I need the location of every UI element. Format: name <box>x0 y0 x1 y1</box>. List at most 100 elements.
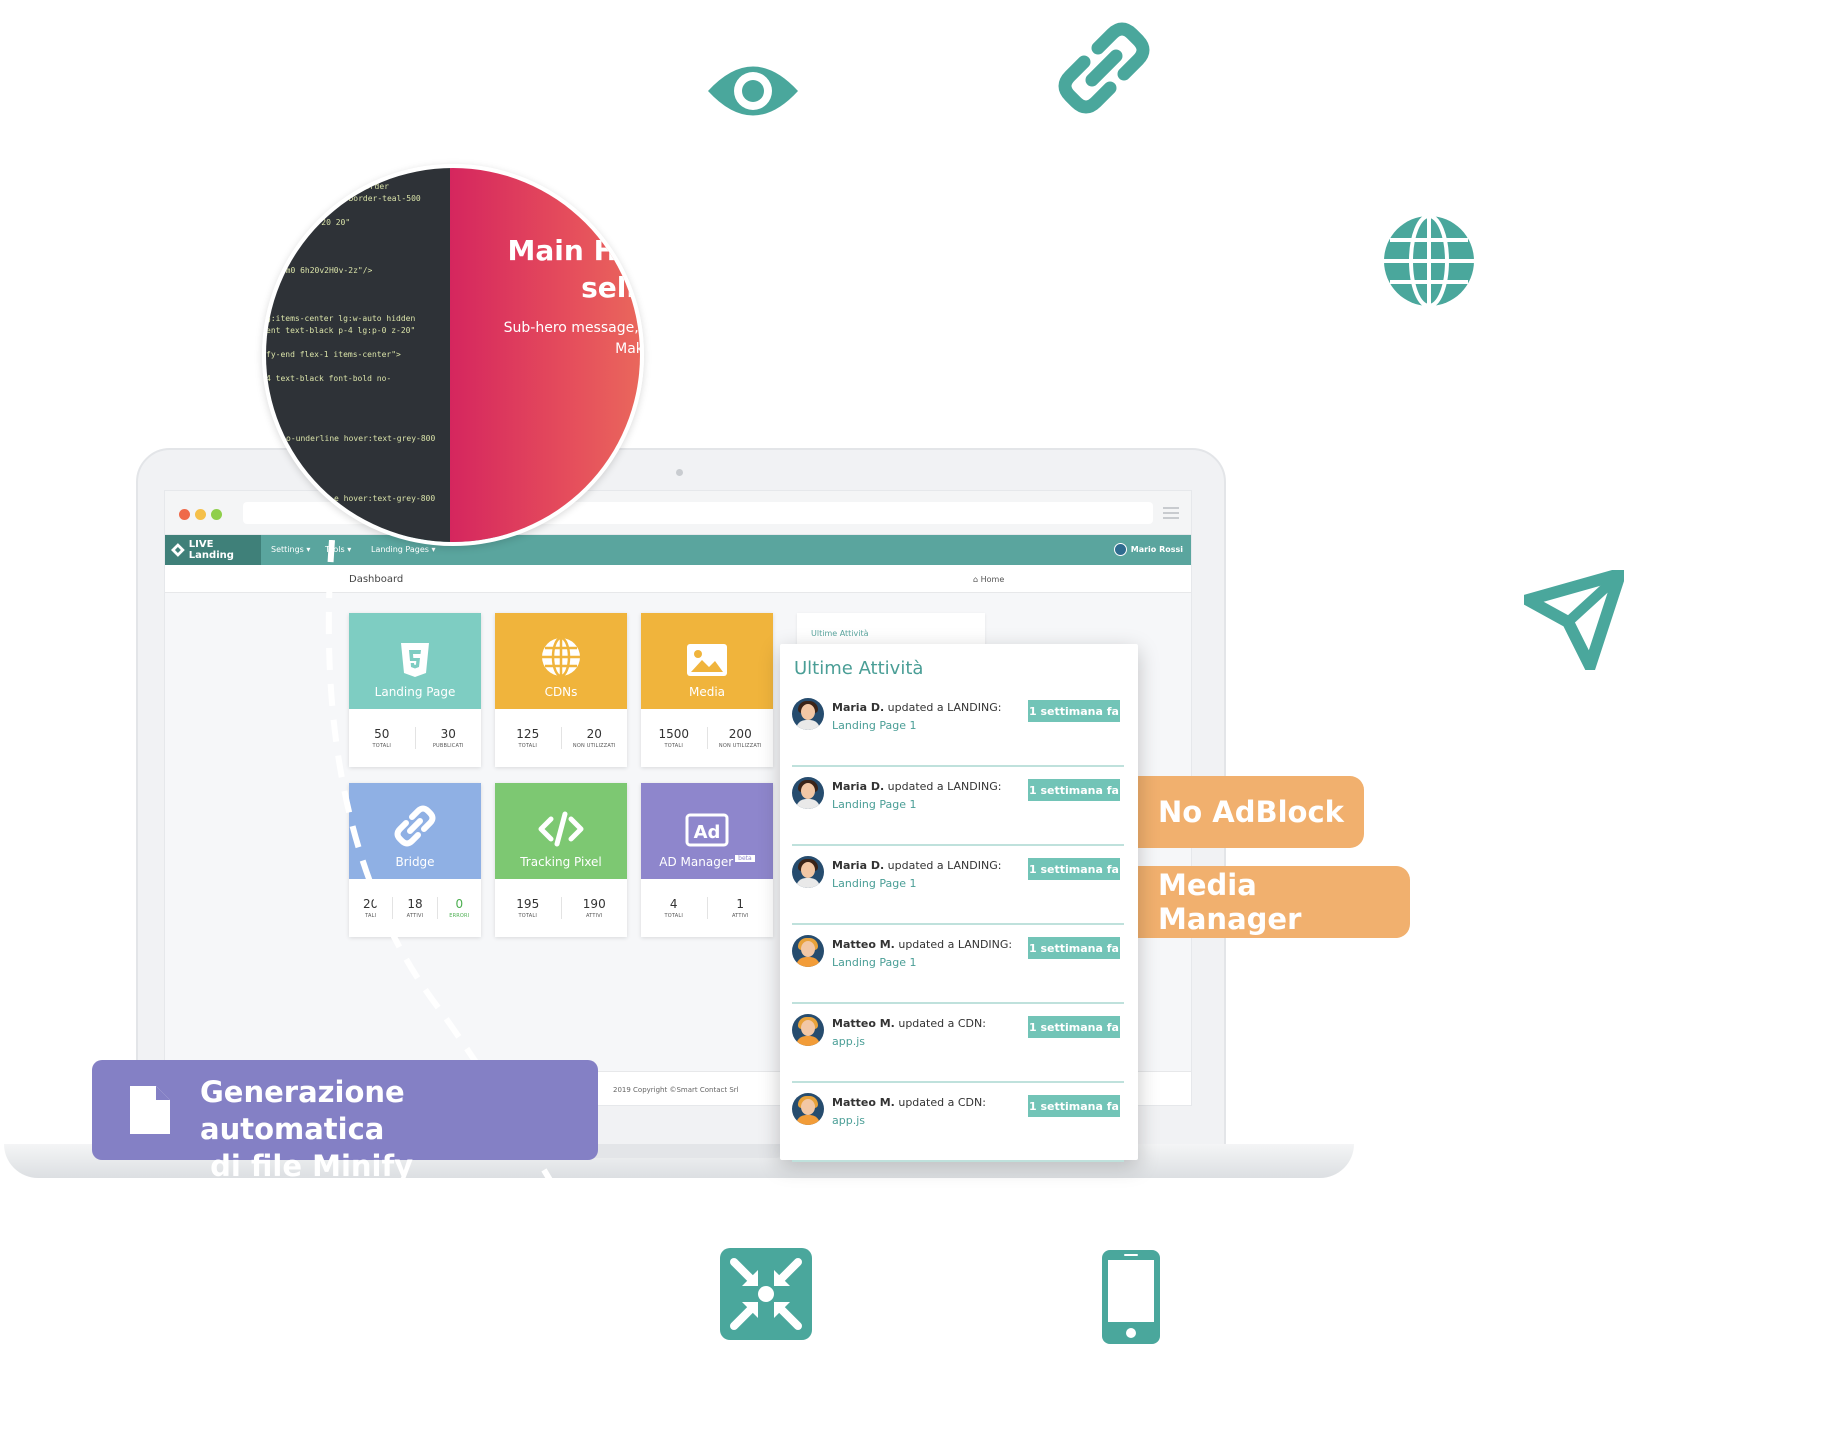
tile-media-header: Media <box>641 613 773 709</box>
nav-landing-pages[interactable]: Landing Pages ▾ <box>371 545 436 554</box>
code-line: ay-2 border <box>336 182 389 191</box>
stat-label: TOTALI <box>518 913 538 919</box>
time-badge: 1 settimana fa <box>1028 937 1120 959</box>
stat-value: 1 <box>736 897 745 911</box>
send-icon <box>1524 570 1624 670</box>
laptop-camera <box>676 469 683 476</box>
code-line: 9zm0 6h20v2H0v-2z"/> <box>276 266 373 275</box>
code-line: e hover:text-grey-800 <box>334 494 436 503</box>
stat-value: 50 <box>374 727 390 741</box>
stat-value: 30 <box>440 727 456 741</box>
activity-target-link[interactable]: app.js <box>832 1035 865 1048</box>
beta-badge: beta <box>735 855 755 862</box>
stat-value: 1500 <box>658 727 690 741</box>
hero-subtitle-line: Sub-hero message, n <box>503 320 644 336</box>
activity-target-link[interactable]: Landing Page 1 <box>832 719 917 732</box>
stat-value: 4 <box>669 897 678 911</box>
activity-item[interactable]: Maria D. updated a LANDING:Landing Page … <box>792 846 1124 925</box>
page-title: Dashboard <box>349 574 404 585</box>
activity-target-link[interactable]: Landing Page 1 <box>832 798 917 811</box>
html5-icon <box>401 643 429 677</box>
stat-label: ATTIVI <box>585 913 603 919</box>
activity-item[interactable]: Maria D. updated a LANDING:Landing Page … <box>792 688 1124 767</box>
stat-value: 190 <box>582 897 606 911</box>
activity-target-link[interactable]: app.js <box>832 1114 865 1127</box>
code-icon <box>538 811 584 847</box>
female-avatar <box>792 777 824 809</box>
close-dot[interactable] <box>179 509 190 520</box>
link-icon <box>394 805 436 847</box>
code-line: ent text-black p-4 lg:p-0 z-20" <box>266 326 416 335</box>
male-avatar <box>792 1014 824 1046</box>
stat-value: 195 <box>516 897 540 911</box>
activity-target-link[interactable]: Landing Page 1 <box>832 956 917 969</box>
stat-label: TOTALI <box>664 913 684 919</box>
minify-text-line: Generazione automatica <box>200 1075 405 1146</box>
maximize-dot[interactable] <box>211 509 222 520</box>
activity-text: Matteo M. updated a LANDING:Landing Page… <box>832 938 1013 969</box>
hero-preview: Main He sell Sub-hero message, n Make <box>450 168 644 542</box>
stat-label: TOTALI <box>664 743 684 749</box>
male-avatar <box>792 935 824 967</box>
file-icon <box>130 1086 170 1134</box>
breadcrumb[interactable]: ⌂ Home <box>973 575 1005 584</box>
activity-popup: Ultime Attività Maria D. updated a LANDI… <box>780 644 1138 1162</box>
hero-subtitle-line: Make <box>615 341 644 357</box>
time-badge: 1 settimana fa <box>1028 700 1120 722</box>
minimize-dot[interactable] <box>195 509 206 520</box>
brand-name: LIVE Landing <box>188 539 234 561</box>
tile-label: Landing Page <box>374 685 456 699</box>
nav-tools[interactable]: Tools ▾ <box>325 545 352 554</box>
user-menu[interactable]: Mario Rossi <box>1113 543 1183 556</box>
menu-icon[interactable] <box>1163 507 1179 519</box>
stat-label: TOTALI <box>518 743 538 749</box>
user-avatar <box>1113 543 1127 556</box>
stat-label: NON UTILIZZATI <box>572 743 616 749</box>
hero-toggle[interactable] <box>632 396 640 426</box>
activity-item[interactable]: Matteo M. updated a CDN:app.js 1 settima… <box>792 1083 1124 1162</box>
hero-subtitle: Sub-hero message, n Make <box>503 318 644 360</box>
stat-label: TALI <box>365 913 377 919</box>
stat-value: 20 <box>586 727 602 741</box>
brand-logo[interactable]: LIVE Landing <box>165 535 261 565</box>
tile-bridge-header: Bridge <box>349 783 481 879</box>
image-icon <box>687 644 727 676</box>
tile-label: Tracking Pixel <box>520 855 602 869</box>
activity-target-link[interactable]: Landing Page 1 <box>832 877 917 890</box>
time-badge: 1 settimana fa <box>1028 858 1120 880</box>
diamond-logo-icon <box>171 543 185 557</box>
code-line: o-underline hover:text-grey-800 <box>286 434 436 443</box>
minify-text-line: di file Minify <box>200 1149 413 1183</box>
activity-text: Maria D. updated a LANDING:Landing Page … <box>832 701 1002 732</box>
stat-label: PUBBLICATI <box>432 743 464 749</box>
stat-label: ATTIVI <box>731 913 749 919</box>
eye-icon <box>706 60 800 122</box>
nav-settings[interactable]: Settings ▾ <box>271 545 311 554</box>
dashed-connector <box>325 540 553 1180</box>
activity-item[interactable]: Maria D. updated a LANDING:Landing Page … <box>792 767 1124 846</box>
tile-label: CDNs <box>544 685 578 699</box>
tile-landing-page-header: Landing Page <box>349 613 481 709</box>
activity-title: Ultime Attività <box>794 658 924 679</box>
code-line: er:border-teal-500 <box>334 194 421 203</box>
compress-icon <box>720 1248 812 1340</box>
activity-item[interactable]: Matteo M. updated a LANDING:Landing Page… <box>792 925 1124 1004</box>
activity-item[interactable]: Matteo M. updated a CDN:app.js 1 settima… <box>792 1004 1124 1083</box>
minify-feature-label: Generazione automatica di file Minify <box>92 1060 598 1183</box>
